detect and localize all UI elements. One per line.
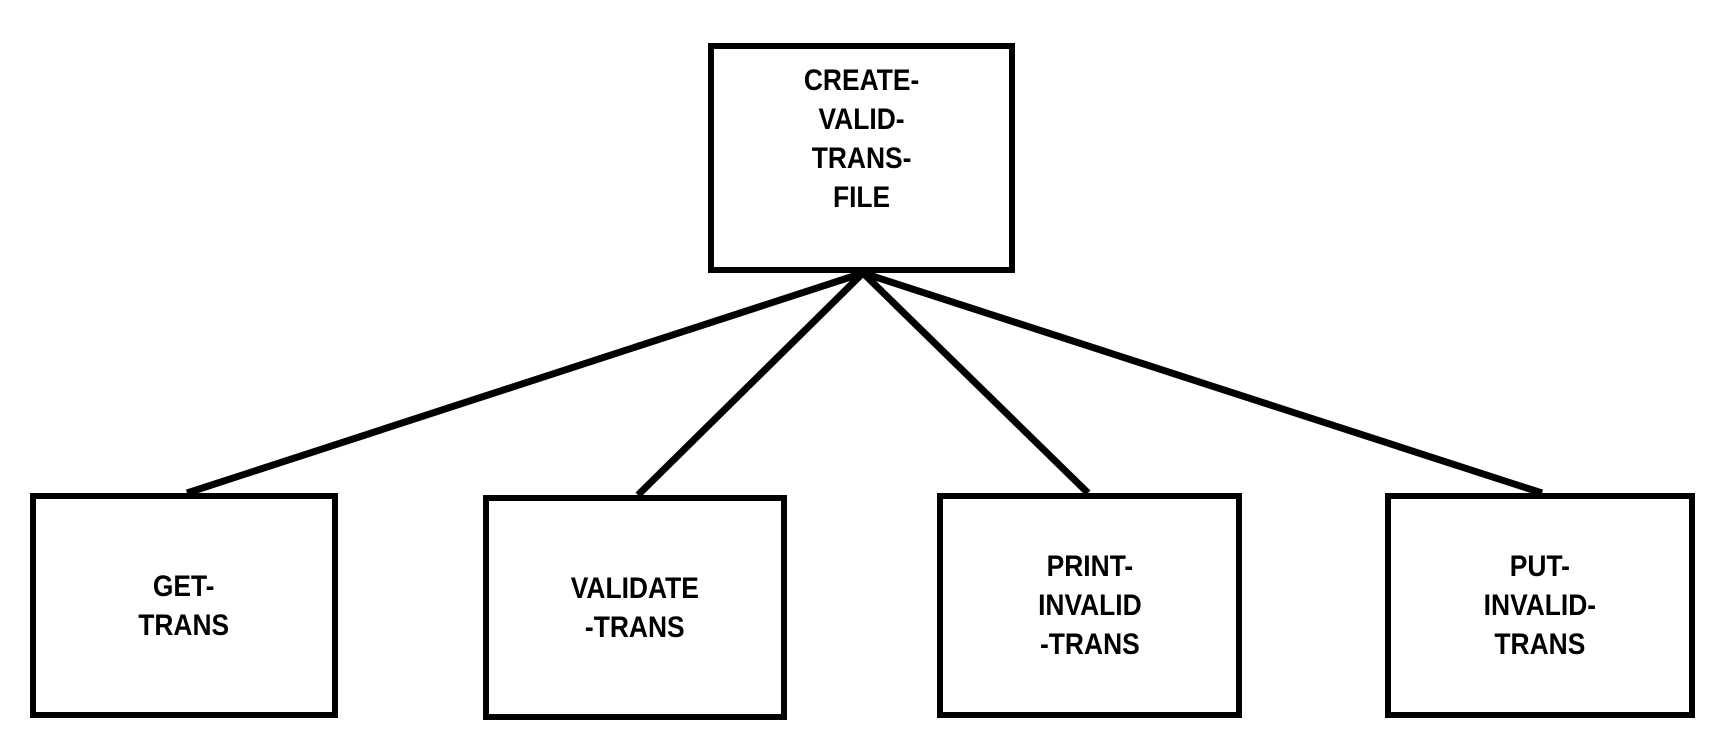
node-label-get-trans: GET- TRANS (138, 569, 230, 642)
node-label-create-valid-trans-file: CREATE- VALID- TRANS- FILE (803, 64, 920, 214)
connector-line-print-invalid-trans (860, 270, 1091, 496)
node-label-validate-trans: VALIDATE -TRANS (570, 571, 700, 644)
node-label-put-invalid-trans: PUT- INVALID- TRANS (1483, 550, 1597, 661)
connector-line-put-invalid-trans (861, 269, 1544, 497)
node-print-invalid-trans[interactable]: PRINT- INVALID -TRANS (937, 493, 1242, 718)
node-label-print-invalid-trans: PRINT- INVALID -TRANS (1037, 550, 1142, 661)
node-put-invalid-trans[interactable]: PUT- INVALID- TRANS (1385, 493, 1695, 718)
node-validate-trans[interactable]: VALIDATE -TRANS (483, 495, 787, 720)
node-get-trans[interactable]: GET- TRANS (30, 493, 338, 718)
connector-line-validate-trans (635, 270, 866, 498)
connector-line-get-trans (185, 269, 865, 497)
node-create-valid-trans-file[interactable]: CREATE- VALID- TRANS- FILE (708, 43, 1015, 273)
